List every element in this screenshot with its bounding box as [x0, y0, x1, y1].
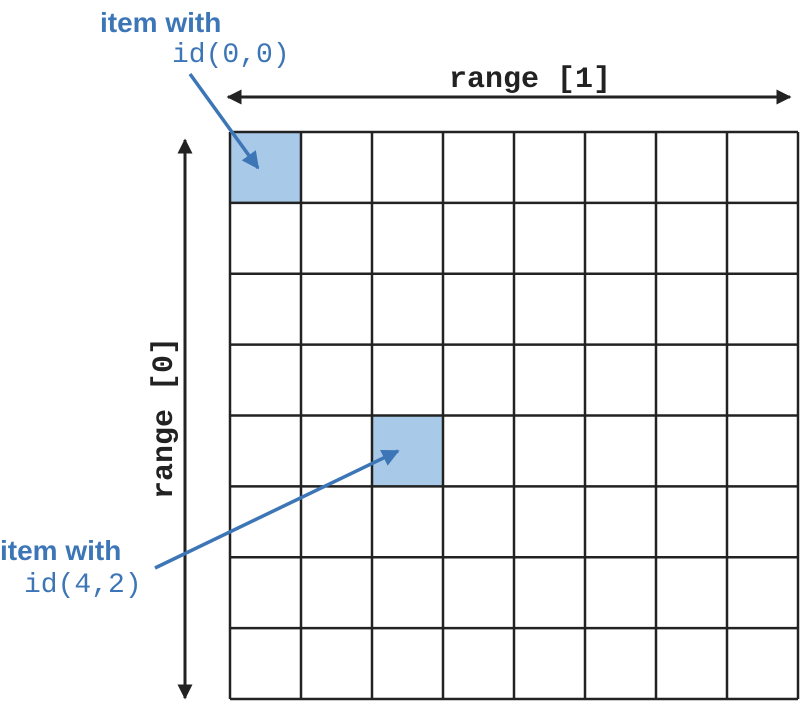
- range-1-label: range [1]: [449, 63, 611, 97]
- callout-id-4-2-line1: item with: [0, 535, 121, 566]
- callout-id-4-2-line2: id(4,2): [24, 570, 142, 601]
- callout-id-0-0-arrow: [188, 72, 260, 170]
- highlighted-cells: [230, 132, 443, 487]
- grid: [228, 130, 800, 701]
- callout-id-0-0-line2: id(0,0): [172, 40, 290, 71]
- highlighted-cell-4-2: [372, 415, 443, 487]
- callout-id-4-2-arrow: [154, 449, 400, 570]
- range-0-label: range [0]: [148, 337, 182, 499]
- callout-id-0-0-line1: item with: [100, 7, 221, 38]
